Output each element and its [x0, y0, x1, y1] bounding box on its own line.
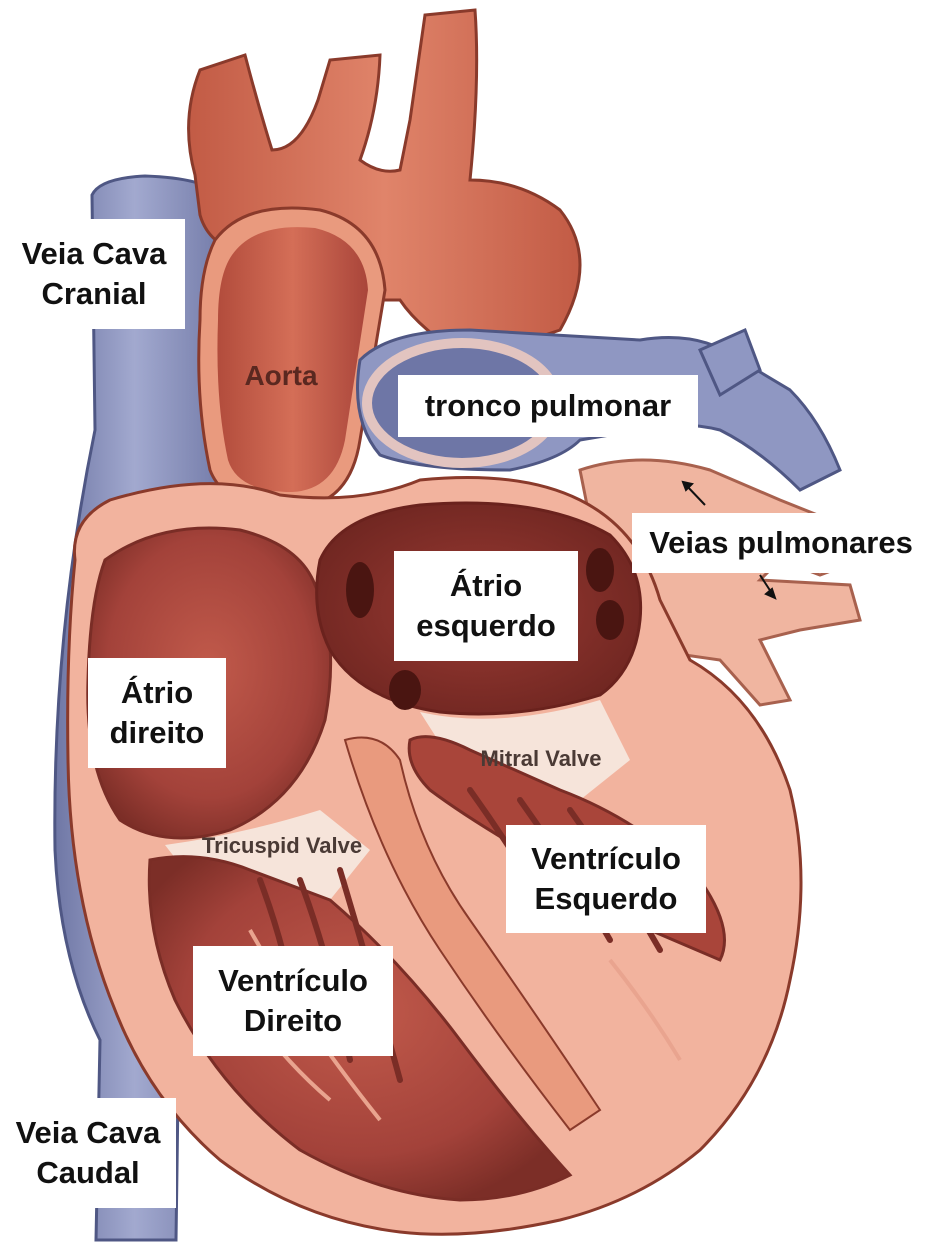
- label-veia-cava-caudal: Veia Cava Caudal: [0, 1098, 176, 1208]
- label-atrio-direito: Átrio direito: [88, 658, 226, 768]
- label-ventriculo-esquerdo-line1: Ventrículo: [531, 839, 681, 879]
- label-veias-pulmonares: Veias pulmonares: [632, 513, 930, 573]
- label-atrio-direito-line1: Átrio: [121, 673, 193, 713]
- label-veia-cava-caudal-line2: Caudal: [36, 1153, 139, 1193]
- label-veias-pulmonares-line1: Veias pulmonares: [649, 523, 913, 563]
- label-ventriculo-esquerdo: Ventrículo Esquerdo: [506, 825, 706, 933]
- tricuspid-valve-text: Tricuspid Valve: [202, 833, 362, 858]
- pulmonary-vein-opening: [586, 548, 614, 592]
- label-tronco-pulmonar: tronco pulmonar: [398, 375, 698, 437]
- pulmonary-vein-opening: [389, 670, 421, 710]
- label-veia-cava-cranial: Veia Cava Cranial: [3, 219, 185, 329]
- label-ventriculo-direito-line1: Ventrículo: [218, 961, 368, 1001]
- mitral-valve-text: Mitral Valve: [480, 746, 601, 771]
- label-ventriculo-esquerdo-line2: Esquerdo: [535, 879, 678, 919]
- aorta-text: Aorta: [244, 360, 318, 391]
- label-ventriculo-direito: Ventrículo Direito: [193, 946, 393, 1056]
- label-veia-cava-cranial-line2: Cranial: [41, 274, 146, 314]
- pulmonary-vein-opening: [346, 562, 374, 618]
- label-atrio-esquerdo: Átrio esquerdo: [394, 551, 578, 661]
- label-atrio-esquerdo-line1: Átrio: [450, 566, 522, 606]
- label-tronco-pulmonar-line1: tronco pulmonar: [425, 386, 671, 426]
- pulmonary-vein-opening: [596, 600, 624, 640]
- label-atrio-esquerdo-line2: esquerdo: [416, 606, 556, 646]
- label-atrio-direito-line2: direito: [110, 713, 205, 753]
- label-veia-cava-cranial-line1: Veia Cava: [22, 234, 167, 274]
- label-ventriculo-direito-line2: Direito: [244, 1001, 342, 1041]
- label-veia-cava-caudal-line1: Veia Cava: [16, 1113, 161, 1153]
